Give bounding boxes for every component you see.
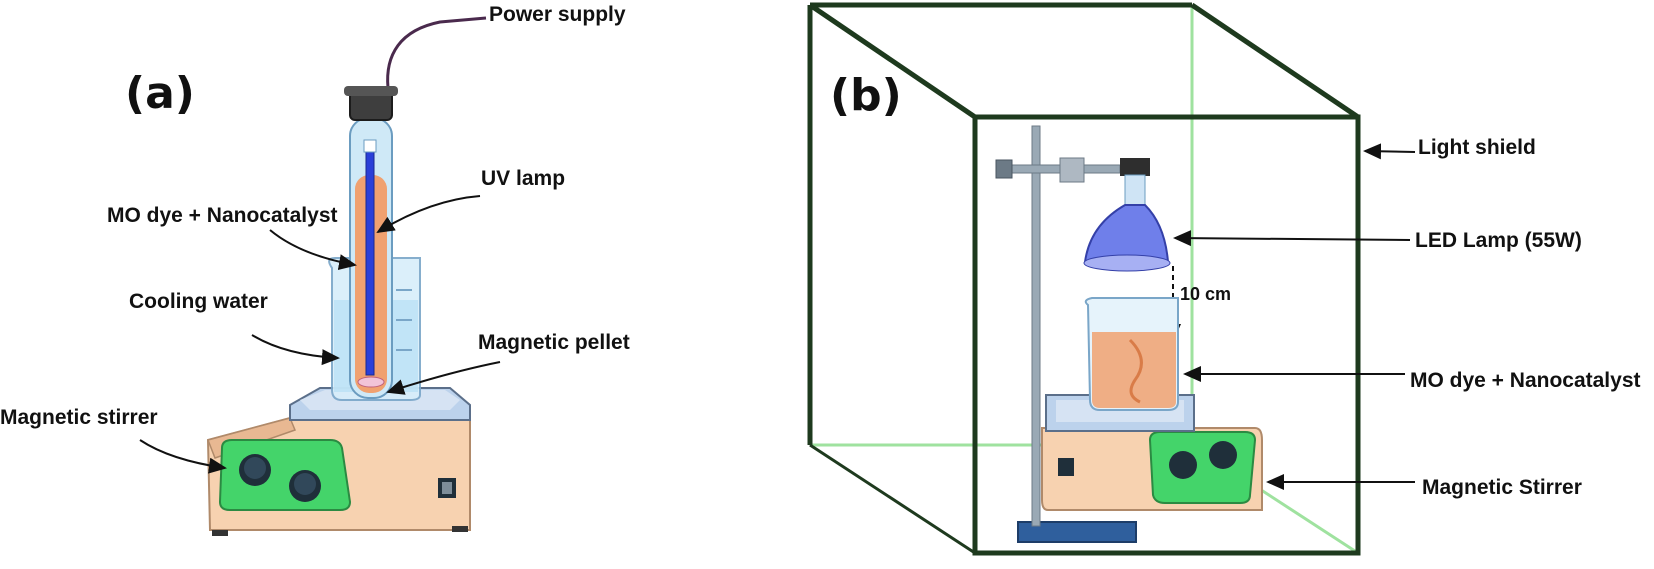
label-light-shield: Light shield [1418,136,1536,159]
label-magnetic-stirrer-b: Magnetic Stirrer [1422,476,1582,499]
magnetic-pellet-a [357,376,385,388]
stirrer-b-panel [1148,431,1257,504]
label-distance: 10 cm [1180,284,1231,304]
stirrer-b-switch[interactable] [1058,458,1074,476]
arrow-cooling-water [251,334,340,366]
arrow-magnetic-stirrer-a [139,439,227,474]
magnetic-stirrer-b [1041,394,1263,511]
arrow-led-lamp [1173,230,1411,247]
panel-a: (a) [0,3,630,536]
power-cable [386,16,487,89]
panel-b: (b) 10 cm [807,2,1641,556]
label-power-supply: Power supply [489,3,626,26]
stirrer-b-knob-2[interactable] [1209,441,1237,469]
uv-lamp-a [365,144,375,376]
magnetic-stirrer-a [206,417,471,536]
beaker-b [1084,297,1179,411]
panel-b-tag: (b) [830,70,902,121]
stirrer-b-knob-1[interactable] [1169,451,1197,479]
arrow-magnetic-pellet [386,361,501,395]
arrow-mo-dye-a [269,229,357,271]
reaction-tube-a [344,86,398,399]
label-magnetic-pellet: Magnetic pellet [478,331,630,354]
label-magnetic-stirrer-a: Magnetic stirrer [0,406,158,429]
led-lamp [1083,174,1171,272]
label-mo-dye-b: MO dye + Nanocatalyst [1410,369,1641,392]
label-led-lamp: LED Lamp (55W) [1415,229,1582,252]
panel-a-tag: (a) [125,68,195,119]
arrow-uv-lamp [376,195,481,234]
retort-stand [995,125,1150,543]
label-mo-dye-a: MO dye + Nanocatalyst [107,204,338,227]
label-cooling-water: Cooling water [129,290,268,313]
label-uv-lamp: UV lamp [481,167,565,190]
stirrer-a-panel [218,439,352,511]
arrow-light-shield [1363,143,1416,160]
